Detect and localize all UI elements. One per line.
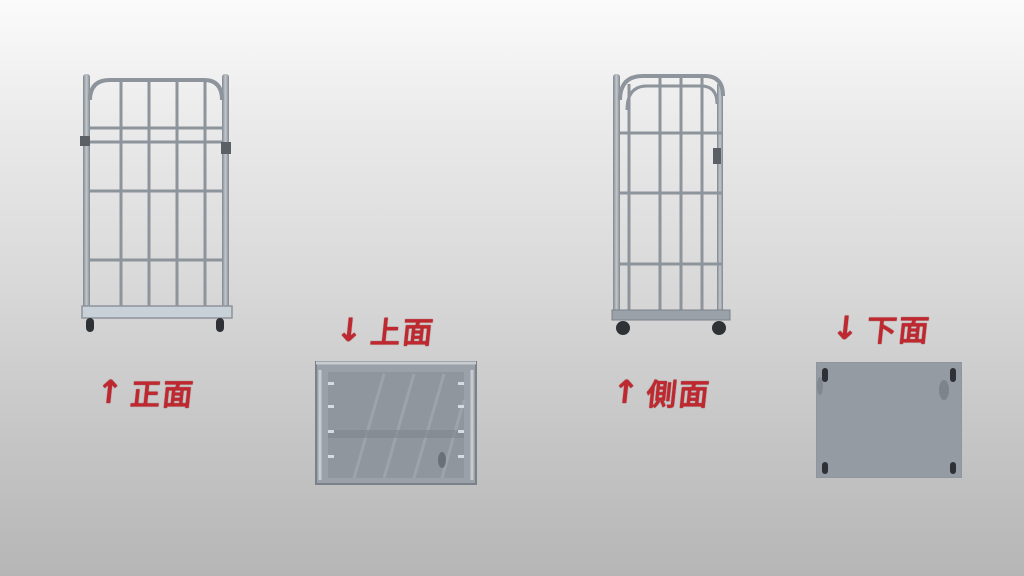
bottom-view-cart — [816, 362, 962, 478]
arrow-down-icon: ↓ — [334, 311, 367, 349]
bottom-view-label: ↓ 下面 — [830, 306, 933, 350]
side-view-cart — [609, 70, 733, 338]
side-view-label: ↑ 側面 — [610, 370, 713, 414]
bottom-view-text: 下面 — [864, 314, 933, 349]
arrow-up-icon: ↑ — [94, 373, 127, 411]
top-view-text: 上面 — [368, 316, 437, 351]
cart-side-illustration — [611, 74, 731, 335]
top-view-label: ↓ 上面 — [334, 308, 437, 352]
arrow-up-icon: ↑ — [610, 373, 643, 411]
cart-top-illustration — [315, 361, 477, 485]
cart-bottom-illustration — [816, 362, 962, 478]
top-view-cart — [314, 360, 478, 486]
cart-front-illustration — [80, 74, 233, 332]
front-view-cart — [78, 70, 238, 338]
front-view-label: ↑ 正面 — [94, 370, 197, 414]
front-view-text: 正面 — [128, 378, 197, 413]
arrow-down-icon: ↓ — [830, 309, 863, 347]
side-view-text: 側面 — [644, 378, 713, 413]
